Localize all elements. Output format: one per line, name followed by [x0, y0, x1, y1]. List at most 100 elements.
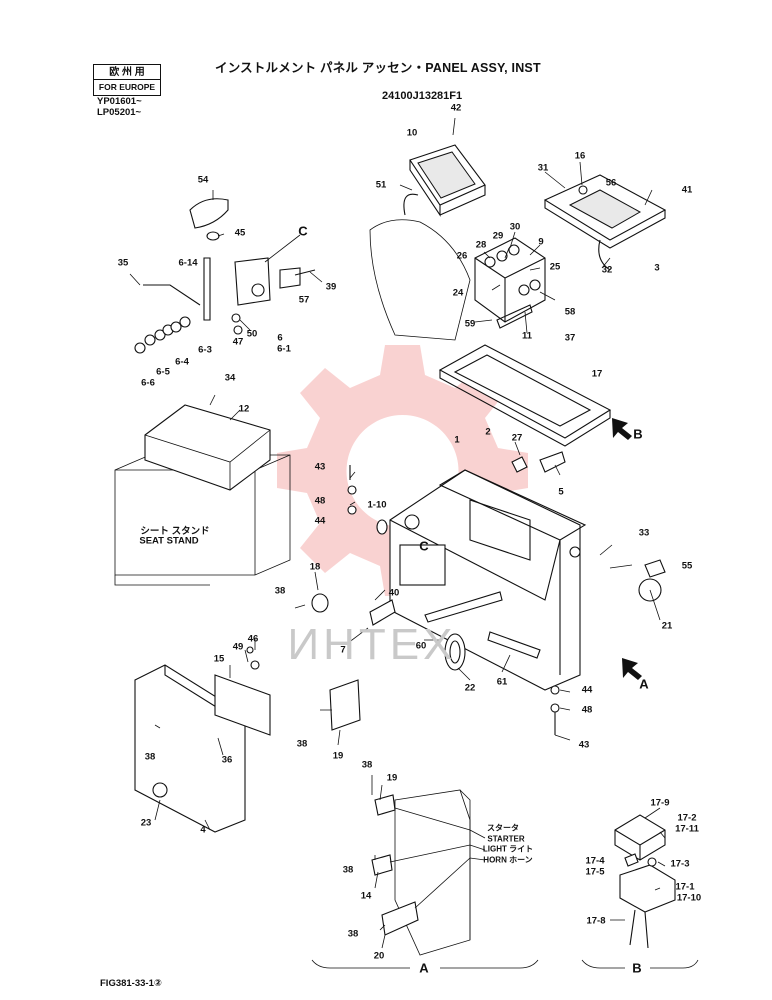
part-callout: 42	[450, 102, 462, 114]
part-callout: 27	[511, 432, 523, 444]
part-callout: 6-3	[198, 344, 212, 356]
view-a-label: A	[639, 676, 649, 692]
part-callout: 11	[521, 330, 533, 342]
washer-stack	[134, 313, 243, 354]
part-callout: 30	[509, 221, 521, 233]
europe-badge: 欧 州 用 FOR EUROPE	[93, 64, 161, 96]
part-callout: 39	[325, 281, 337, 293]
part-callout: 43	[578, 739, 590, 751]
bracket-9	[474, 237, 546, 329]
part-callout: 29	[492, 230, 504, 242]
part-12-cover	[144, 404, 271, 491]
part-callout: 4	[200, 824, 206, 836]
lever-assembly	[143, 198, 316, 321]
part-callout: 49	[232, 641, 244, 653]
part-callout: 6-14	[178, 257, 198, 269]
part-callout: 24	[452, 287, 464, 299]
seat-stand-label: SEAT STAND	[139, 535, 199, 547]
detail-a	[311, 789, 539, 969]
europe-badge-en: FOR EUROPE	[98, 82, 156, 92]
part-callout: 20	[373, 950, 385, 962]
part-callout: 1	[454, 434, 460, 446]
part-callout: 58	[564, 306, 576, 318]
part-callout: 19	[332, 750, 344, 762]
part-callout: 14	[360, 890, 372, 902]
part-callout: 17-10	[676, 892, 702, 904]
part-callout: 6	[277, 332, 283, 344]
part-callout: 55	[681, 560, 693, 572]
part-callout: 48	[314, 495, 326, 507]
part-callout: 9	[538, 236, 544, 248]
panel-17	[438, 344, 612, 447]
part-callout: 17-11	[675, 823, 699, 835]
starter-jp-label: スタータ	[487, 823, 519, 833]
part-callout: 48	[581, 704, 593, 716]
view-c-label-frame: C	[419, 538, 429, 554]
document-number: 24100J13281F1	[382, 90, 463, 102]
part-callout: 28	[475, 239, 487, 251]
part-callout: 15	[213, 653, 225, 665]
part-callout: 44	[314, 515, 326, 527]
diagram-title: インストルメント パネル アッセン・PANEL ASSY, INST	[215, 61, 541, 75]
serial-range-1: YP01601~	[97, 96, 142, 107]
part-callout: 17	[591, 368, 603, 380]
part-callout: 38	[342, 864, 354, 876]
view-arrows	[612, 418, 642, 680]
monitor-10	[369, 144, 486, 341]
part-callout: 5	[558, 486, 564, 498]
part-callout: 21	[661, 620, 673, 632]
part-callout: 36	[221, 754, 233, 766]
starter-label: STARTER	[487, 834, 525, 844]
part-callout: 6-5	[156, 366, 170, 378]
part-callout: 25	[549, 261, 561, 273]
europe-badge-jp: 欧 州 用	[94, 66, 160, 80]
part-callout: 59	[464, 318, 476, 330]
part-callout: 17-5	[585, 866, 605, 878]
part-callout: 41	[681, 184, 693, 196]
part-callout: 61	[496, 676, 508, 688]
part-callout: 38	[274, 585, 286, 597]
leader-lines	[129, 117, 666, 949]
part-callout: 1-10	[367, 499, 387, 511]
part-callout: 23	[140, 817, 152, 829]
view-b-label: B	[633, 426, 643, 442]
part-callout: 34	[224, 372, 236, 384]
part-callout: 17-2	[677, 812, 697, 824]
part-callout: 31	[537, 162, 549, 174]
part-callout: 16	[574, 150, 586, 162]
seat-stand-jp-label: シート スタンド	[140, 526, 210, 537]
part-callout: 10	[406, 127, 418, 139]
part-callout: 57	[298, 294, 310, 306]
serial-range-2: LP05201~	[97, 107, 142, 118]
detail-b	[581, 814, 699, 969]
part-callout: 38	[361, 759, 373, 771]
part-callout: 38	[296, 738, 308, 750]
part-callout: 43	[314, 461, 326, 473]
part-callout: 47	[232, 336, 244, 348]
view-c-label-top: C	[298, 223, 308, 239]
part-callout: 40	[388, 587, 400, 599]
part-callout: 33	[638, 527, 650, 539]
part-callout: 17-4	[585, 855, 605, 867]
part-callout: 35	[117, 257, 129, 269]
part-callout: 17-1	[675, 881, 695, 893]
plate-4	[134, 646, 271, 833]
part-callout: 6-1	[277, 343, 291, 355]
part-callout: 6-4	[175, 356, 189, 368]
part-callout: 7	[340, 644, 346, 656]
part-callout: 51	[375, 179, 387, 191]
part-callout: 54	[197, 174, 209, 186]
part-callout: 37	[564, 332, 576, 344]
part-callout: 17-9	[650, 797, 670, 809]
figure-code: FIG381-33-1②	[100, 978, 162, 989]
part-callout: 56	[605, 177, 617, 189]
part-callout: 17-3	[670, 858, 690, 870]
tubes-and-seal	[424, 591, 541, 671]
part-callout: 19	[386, 772, 398, 784]
part-callout: 22	[464, 682, 476, 694]
switch-panel-3	[543, 174, 667, 271]
part-callout: 46	[247, 633, 259, 645]
detail-a-label: A	[419, 960, 429, 976]
part-callout: 50	[246, 328, 258, 340]
